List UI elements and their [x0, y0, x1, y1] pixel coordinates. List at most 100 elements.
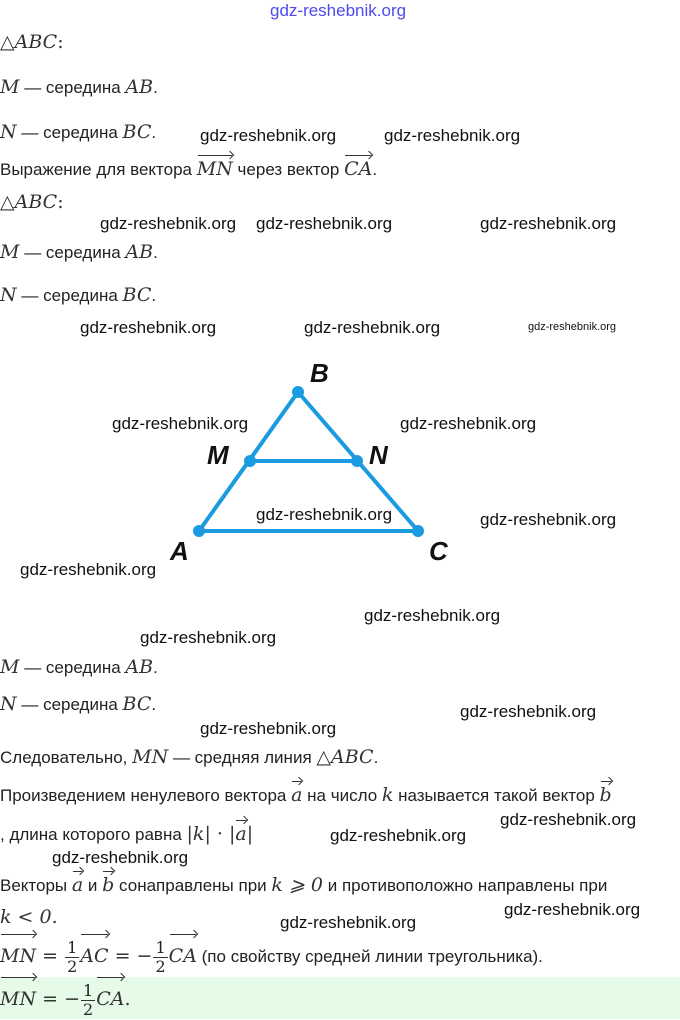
watermark: gdz-reshebnik.org [280, 913, 417, 932]
vector-ca: CA [96, 977, 124, 1019]
segment-bc: BC [122, 121, 152, 143]
vector-mn: MN [0, 977, 36, 1019]
midpoint-text: — середина [19, 78, 126, 97]
vector-a: a [291, 781, 303, 806]
given-n-midpoint: N — середина BC. [0, 283, 156, 308]
watermark: gdz-reshebnik.org [52, 848, 189, 867]
k: k [381, 784, 394, 806]
denominator: 2 [83, 1000, 94, 1020]
midpoint-text: — середина [19, 658, 126, 677]
triangle-diagram [193, 386, 424, 537]
vector-ca: CA [344, 155, 373, 180]
watermark: gdz-reshebnik.org [480, 510, 617, 529]
direction-line: Векторы a и b сонаправлены при k ⩾ 0 и п… [0, 871, 607, 898]
segment-bc: BC [122, 693, 152, 715]
vertex-c [412, 525, 424, 537]
point-m: M [0, 241, 20, 263]
given-triangle: △ABC: [0, 190, 64, 215]
segment-ab: AB [125, 76, 154, 98]
point-m: M [0, 76, 20, 98]
period: . [373, 748, 379, 767]
question: Выражение для вектора MN через вектор CA… [0, 155, 378, 182]
label-c: C [429, 536, 448, 566]
given-m-midpoint: M — середина AB. [0, 240, 158, 265]
definition-line-2: , длина которого равна |k| · |a| [0, 820, 254, 847]
triangle-symbol: △ [316, 746, 331, 768]
midpoint-text: — середина [19, 243, 126, 262]
watermark: gdz-reshebnik.org [256, 505, 393, 524]
text: Векторы [0, 876, 72, 895]
question-text: через вектор [232, 160, 345, 179]
watermark: gdz-reshebnik.org [528, 321, 617, 333]
denominator: 2 [67, 957, 78, 977]
label-a: A [170, 536, 189, 566]
text: — средняя линия [168, 748, 317, 767]
k-ge-0: k ⩾ 0 [271, 874, 323, 896]
point-n: N [0, 284, 17, 306]
triangle-name: ABC [331, 746, 374, 768]
numerator: 1 [153, 938, 168, 959]
question-text: Выражение для вектора [0, 160, 197, 179]
text: и [83, 876, 103, 895]
watermark: gdz-reshebnik.org [256, 214, 393, 233]
abs-bar: | [246, 823, 254, 845]
period: . [151, 286, 157, 305]
midpoint-text: — середина [16, 123, 123, 142]
vector-a: a [235, 820, 247, 845]
watermark: gdz-reshebnik.org [364, 606, 501, 625]
period: . [372, 160, 378, 179]
vector-ca: CA [169, 934, 197, 976]
definition-line-1: Произведением ненулевого вектора a на чи… [0, 781, 612, 808]
vector-mn: MN [0, 934, 36, 976]
vector-mn: MN [196, 155, 233, 180]
watermark: gdz-reshebnik.org [80, 318, 217, 337]
midpoint-text: — середина [16, 286, 123, 305]
colon: : [57, 191, 64, 213]
watermark: gdz-reshebnik.org [500, 810, 637, 829]
text: на число [302, 786, 382, 805]
abs-k-times: |k| · | [186, 823, 236, 845]
equals-minus: = − [108, 945, 153, 967]
triangle-symbol: △ [0, 31, 15, 53]
watermark: gdz-reshebnik.org [480, 214, 617, 233]
sol-n-midpoint: N — середина BC. [0, 692, 156, 717]
numerator: 1 [65, 938, 80, 959]
label-b: B [310, 358, 329, 388]
period: . [124, 988, 131, 1010]
text: Произведением ненулевого вектора [0, 786, 292, 805]
triangle-symbol: △ [0, 191, 15, 213]
equals: = [36, 945, 65, 967]
given-triangle: △ABC: [0, 30, 64, 55]
period: . [153, 243, 158, 262]
watermark: gdz-reshebnik.org [270, 1, 407, 20]
label-n: N [369, 440, 388, 470]
period: . [151, 695, 157, 714]
colon: : [57, 31, 64, 53]
point-n: N [0, 693, 17, 715]
label-m: M [207, 440, 229, 470]
given-m-midpoint: M — середина AB. [0, 75, 158, 100]
midpoint-text: — середина [16, 695, 123, 714]
watermark: gdz-reshebnik.org [304, 318, 441, 337]
period: . [153, 658, 158, 677]
reason-text: (по свойству средней линии треугольника)… [196, 947, 543, 966]
vertex-a [193, 525, 205, 537]
text: Следовательно, [0, 748, 133, 767]
k-lt-0-line: k < 0. [0, 905, 58, 930]
watermark: gdz-reshebnik.org [112, 414, 249, 433]
text: называется такой вектор [393, 786, 600, 805]
segment-ab: AB [125, 241, 154, 263]
point-n-dot [351, 455, 363, 467]
watermark: gdz-reshebnik.org [460, 702, 597, 721]
point-m-dot [244, 455, 256, 467]
watermark: gdz-reshebnik.org [20, 560, 157, 579]
triangle-name: ABC [14, 31, 58, 53]
vector-b: b [599, 781, 612, 806]
watermark: gdz-reshebnik.org [330, 826, 467, 845]
k-lt-0: k < 0. [0, 906, 58, 928]
watermark: gdz-reshebnik.org [140, 628, 277, 647]
therefore-line: Следовательно, MN — средняя линия △ABC. [0, 745, 378, 770]
watermark: gdz-reshebnik.org [200, 126, 337, 145]
